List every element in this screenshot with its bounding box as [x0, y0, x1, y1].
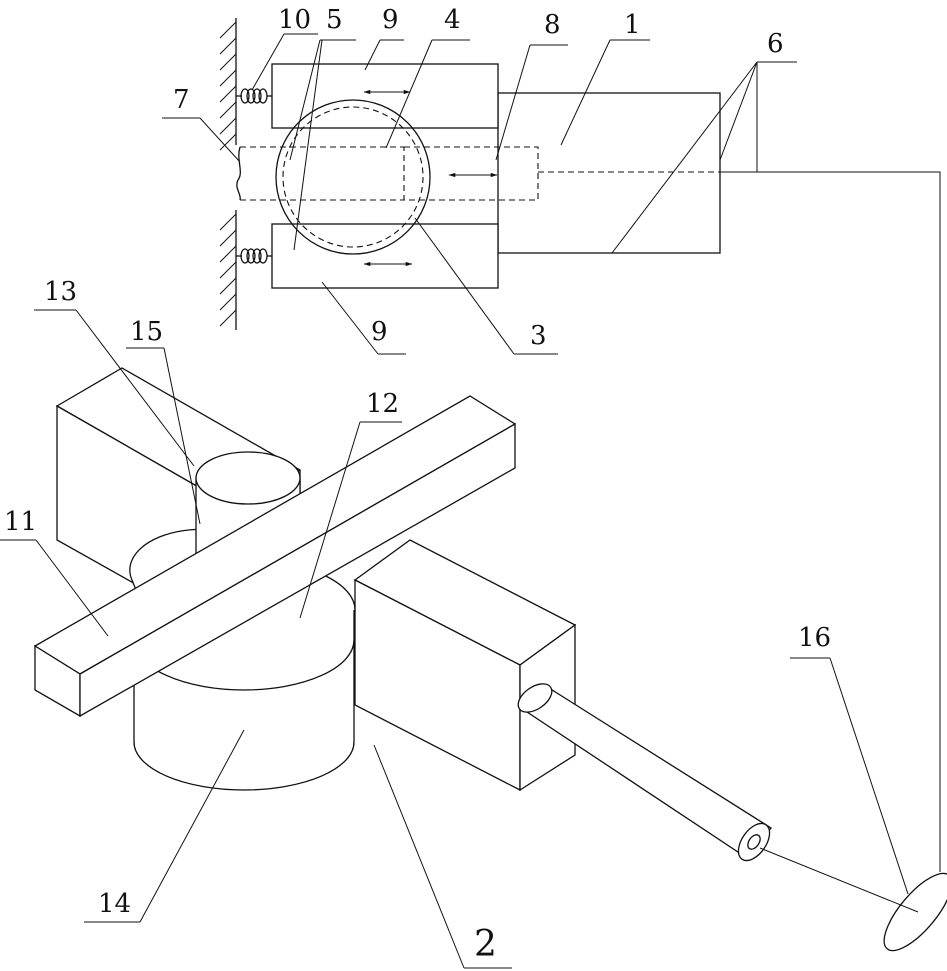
housing-block — [498, 93, 720, 253]
label-4: 4 — [444, 5, 461, 35]
beam-line — [760, 848, 918, 912]
rear-block — [355, 540, 575, 790]
label-3: 3 — [530, 321, 547, 351]
workpiece-dashed — [237, 147, 404, 200]
slider-dashed — [404, 147, 538, 200]
jaw-bottom — [272, 224, 498, 288]
label-1: 1 — [624, 10, 641, 40]
spring-bottom — [236, 249, 272, 263]
label-14: 14 — [98, 889, 131, 919]
label-16: 16 — [798, 623, 831, 653]
label-13: 13 — [44, 277, 77, 307]
spring-top — [236, 89, 272, 103]
label-12: 12 — [366, 389, 399, 419]
signal-wire — [720, 172, 940, 872]
label-2: 2 — [474, 924, 497, 965]
label-9-bottom: 9 — [371, 317, 388, 347]
lower-assembly — [35, 368, 947, 960]
label-6: 6 — [767, 29, 784, 59]
label-11: 11 — [4, 507, 37, 537]
rod — [513, 678, 776, 866]
label-5: 5 — [326, 5, 343, 35]
label-7: 7 — [173, 85, 190, 115]
label-8: 8 — [544, 10, 561, 40]
label-10: 10 — [278, 5, 311, 35]
label-9-top: 9 — [382, 5, 399, 35]
target-disk — [873, 864, 947, 961]
wall — [220, 18, 236, 330]
label-15: 15 — [130, 317, 163, 347]
